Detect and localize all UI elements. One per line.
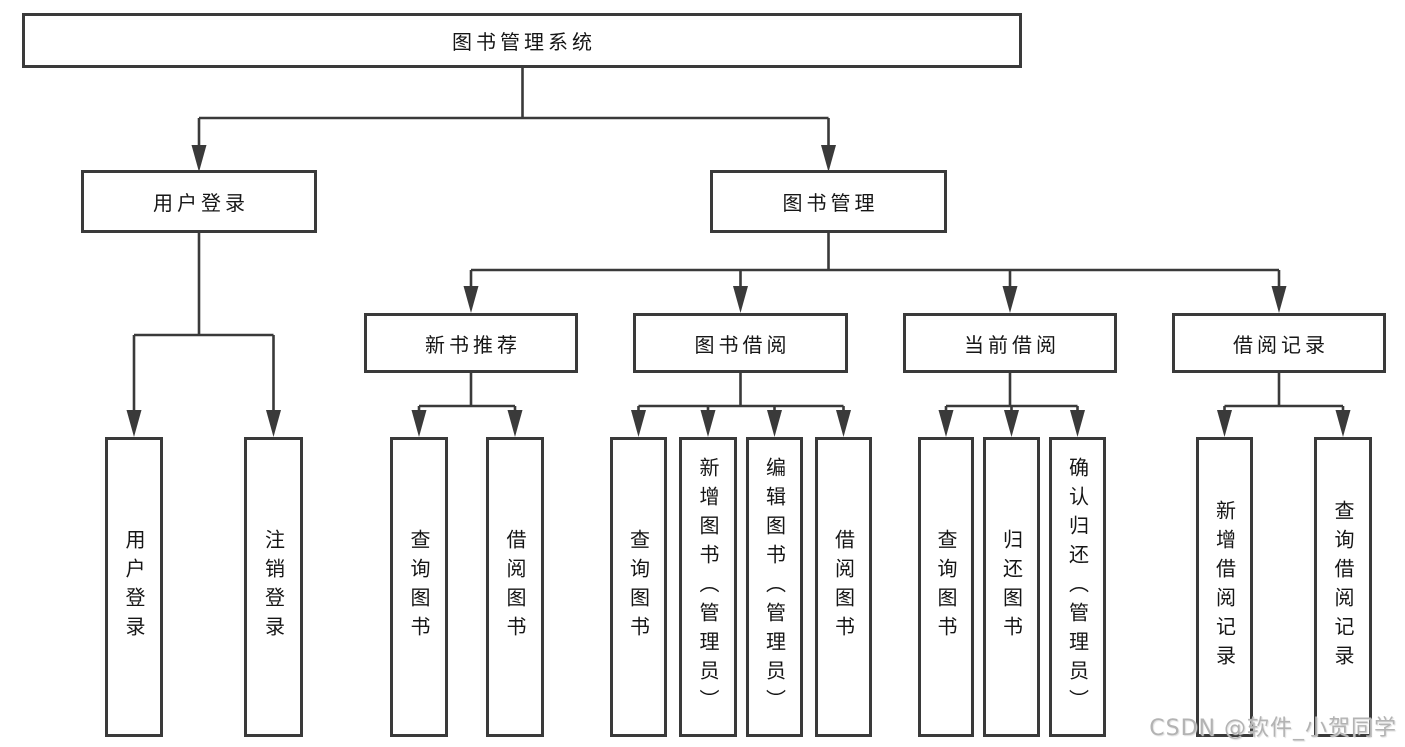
node-borrow-record: 借阅记录	[1172, 313, 1386, 373]
leaf-cb-return-books-label: 归还图书	[999, 529, 1024, 645]
leaf-user-login: 用户登录	[105, 437, 163, 737]
node-book-mgmt: 图书管理	[710, 170, 947, 233]
node-new-book-rec: 新书推荐	[364, 313, 578, 373]
connector-book-borrow-to-leaves	[631, 373, 851, 437]
connector-root-to-branches	[191, 68, 836, 172]
leaf-bb-edit-books-label: 编辑图书（管理员）	[762, 456, 787, 718]
leaf-cb-confirm-return: 确认归还（管理员）	[1049, 437, 1106, 737]
leaf-bb-borrow-books: 借阅图书	[815, 437, 872, 737]
node-user-login: 用户登录	[81, 170, 317, 233]
leaf-cb-query-books: 查询图书	[918, 437, 974, 737]
leaf-cb-confirm-return-label: 确认归还（管理员）	[1065, 456, 1090, 718]
leaf-br-query-record: 查询借阅记录	[1314, 437, 1372, 737]
node-current-borrow-label: 当前借阅	[964, 332, 1060, 357]
node-current-borrow: 当前借阅	[903, 313, 1117, 373]
leaf-cb-query-books-label: 查询图书	[934, 529, 958, 645]
leaf-nbr-borrow-books-label: 借阅图书	[503, 529, 527, 645]
connector-new-book-rec-to-leaves	[411, 373, 523, 437]
leaf-bb-borrow-books-label: 借阅图书	[831, 529, 856, 645]
node-root-label: 图书管理系统	[452, 30, 596, 54]
connector-book-mgmt-to-modules	[463, 233, 1287, 313]
connector-borrow-record-to-leaves	[1217, 373, 1351, 437]
node-user-login-label: 用户登录	[153, 191, 249, 215]
leaf-logout: 注销登录	[244, 437, 303, 737]
leaf-bb-edit-books: 编辑图书（管理员）	[746, 437, 803, 737]
node-book-borrow: 图书借阅	[633, 313, 848, 373]
leaf-nbr-borrow-books: 借阅图书	[486, 437, 544, 737]
leaf-user-login-label: 用户登录	[122, 529, 146, 645]
node-root: 图书管理系统	[22, 13, 1022, 68]
node-book-borrow-label: 图书借阅	[694, 332, 791, 357]
node-book-mgmt-label: 图书管理	[782, 191, 879, 215]
leaf-nbr-query-books: 查询图书	[390, 437, 448, 737]
leaf-br-add-record: 新增借阅记录	[1196, 437, 1253, 737]
leaf-cb-return-books: 归还图书	[983, 437, 1040, 737]
leaf-br-add-record-label: 新增借阅记录	[1212, 500, 1237, 674]
leaf-bb-add-books-label: 新增图书（管理员）	[696, 456, 720, 718]
leaf-br-query-record-label: 查询借阅记录	[1331, 500, 1355, 674]
leaf-nbr-query-books-label: 查询图书	[407, 529, 431, 645]
connector-user-login-to-leaves	[126, 233, 281, 437]
connector-current-borrow-to-leaves	[938, 373, 1085, 437]
node-new-book-rec-label: 新书推荐	[425, 332, 521, 357]
node-borrow-record-label: 借阅记录	[1233, 332, 1329, 357]
leaf-bb-add-books: 新增图书（管理员）	[679, 437, 737, 737]
leaf-bb-query-books: 查询图书	[610, 437, 667, 737]
csdn-watermark: CSDN @软件_小贺同学	[1149, 716, 1397, 741]
leaf-bb-query-books-label: 查询图书	[626, 529, 651, 645]
leaf-logout-label: 注销登录	[261, 529, 286, 645]
